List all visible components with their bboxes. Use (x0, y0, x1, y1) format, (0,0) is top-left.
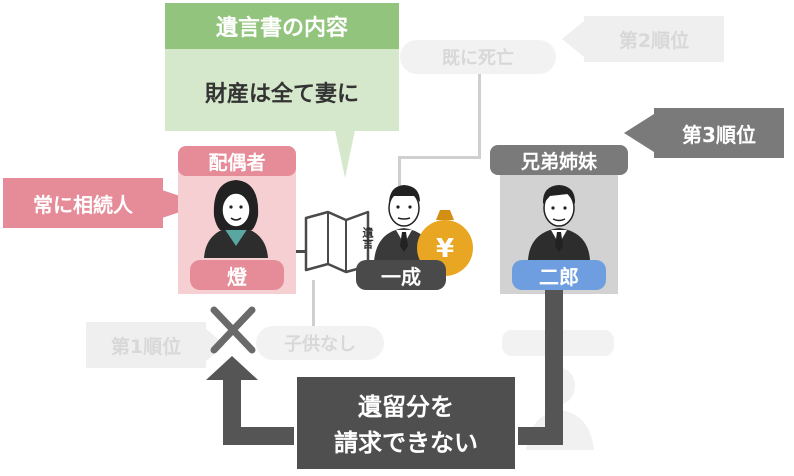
parents-status: 既に死亡 (400, 40, 556, 74)
connector-deceased-vertical (398, 156, 401, 192)
rank2-tag-arrow (562, 21, 584, 57)
will-bubble-tail (335, 130, 355, 178)
spouse-role: 配偶者 (178, 146, 296, 176)
will-doc-label: 遺言 (361, 227, 374, 249)
siblings-role: 兄弟姉妹 (490, 145, 628, 175)
always-heir-tag: 常に相続人 (3, 178, 163, 228)
rank3-tag: 第3順位 (654, 108, 784, 158)
result-box (294, 374, 518, 472)
rank3-tag-arrow (624, 114, 654, 152)
connector-parents-vertical (478, 60, 481, 158)
faded-sibling-child-tag (502, 330, 614, 356)
will-header: 遺言書の内容 (165, 3, 399, 49)
spouse-name: 燈 (190, 260, 284, 290)
deceased-name: 一成 (356, 260, 446, 290)
rank2-tag: 第2順位 (584, 16, 724, 62)
will-body: 財産は全て妻に (204, 82, 359, 107)
siblings-name: 二郎 (512, 260, 606, 290)
connector-top-horizontal (398, 156, 481, 159)
rank1-tag-arrow (205, 328, 225, 362)
money-symbol: ¥ (435, 234, 455, 264)
children-status: 子供なし (256, 326, 384, 360)
result-line1: 遺留分を (358, 392, 454, 421)
result-line2: 請求できない (334, 428, 478, 457)
rank1-tag: 第1順位 (86, 322, 206, 368)
